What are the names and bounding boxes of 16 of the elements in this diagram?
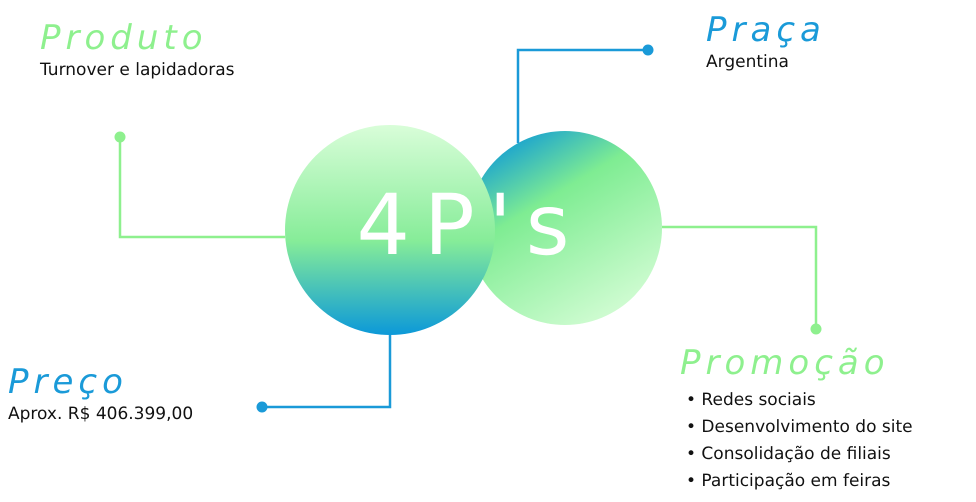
leader-line [256,335,392,412]
description-text: Aprox. R$ 406.399,00 [8,404,194,424]
bullet-item: • Consolidação de filiais [686,443,892,466]
description-text: Argentina [706,52,789,72]
leader-line [114,132,286,238]
heading: Produto [40,18,208,58]
leader-line [662,226,822,334]
leader-line [516,44,654,144]
bullet-item: • Participação em feiras [686,470,892,493]
heading: Preço [8,362,128,402]
bullet-item: • Desenvolvimento do site [686,416,914,439]
bullet-item: • Redes sociais [686,389,817,412]
title-text: 4P's [356,175,584,275]
heading: Promoção [680,343,890,383]
heading: Praça [706,10,826,50]
description-text: Turnover e lapidadoras [40,60,235,80]
